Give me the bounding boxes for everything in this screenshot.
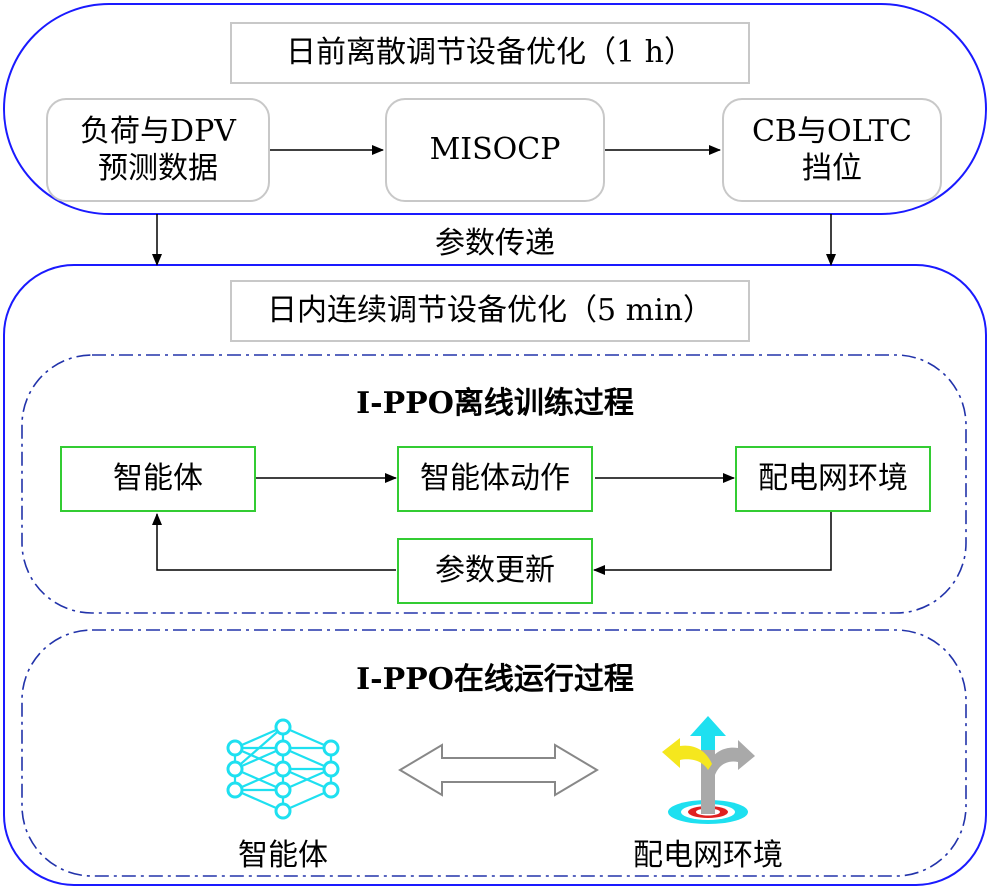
online-frame <box>21 629 967 877</box>
agent-node-text: 智能体 <box>113 461 203 497</box>
intraday-title-text: 日内连续调节设备优化（5 min） <box>267 293 713 329</box>
grid-env-text: 配电网环境 <box>758 461 908 497</box>
online-running-title: I-PPO在线运行过程 <box>356 662 634 697</box>
intraday-title: 日内连续调节设备优化（5 min） <box>230 280 750 342</box>
param-update-node: 参数更新 <box>397 538 593 604</box>
day-ahead-frame <box>3 3 987 215</box>
param-transfer-label: 参数传递 <box>435 226 555 261</box>
arrow-update-to-agent <box>152 513 396 571</box>
cb-oltc-node: CB与OLTC 挡位 <box>722 98 942 202</box>
misocp-node: MISOCP <box>385 98 605 202</box>
grid-env-node: 配电网环境 <box>735 446 931 512</box>
agent-action-text: 智能体动作 <box>420 461 570 497</box>
online-agent-label: 智能体 <box>238 838 328 873</box>
param-update-text: 参数更新 <box>435 553 555 589</box>
arrow-env-to-update <box>593 512 832 575</box>
cb-oltc-text: CB与OLTC 挡位 <box>751 113 913 187</box>
load-dpv-forecast-node: 负荷与DPV 预测数据 <box>46 98 270 202</box>
agent-action-node: 智能体动作 <box>397 446 593 512</box>
intraday-frame <box>3 264 987 886</box>
offline-training-title: I-PPO离线训练过程 <box>356 386 634 421</box>
online-env-label: 配电网环境 <box>633 838 783 873</box>
signpost-arrows-icon <box>662 716 755 824</box>
day-ahead-title-text: 日前离散调节设备优化（1 h） <box>286 35 694 71</box>
day-ahead-title: 日前离散调节设备优化（1 h） <box>230 22 750 84</box>
load-dpv-forecast-text: 负荷与DPV 预测数据 <box>80 113 236 187</box>
offline-frame <box>21 354 967 614</box>
double-arrow-icon <box>398 743 599 797</box>
agent-node: 智能体 <box>60 446 256 512</box>
neural-network-icon <box>226 718 340 820</box>
misocp-text: MISOCP <box>429 132 561 168</box>
